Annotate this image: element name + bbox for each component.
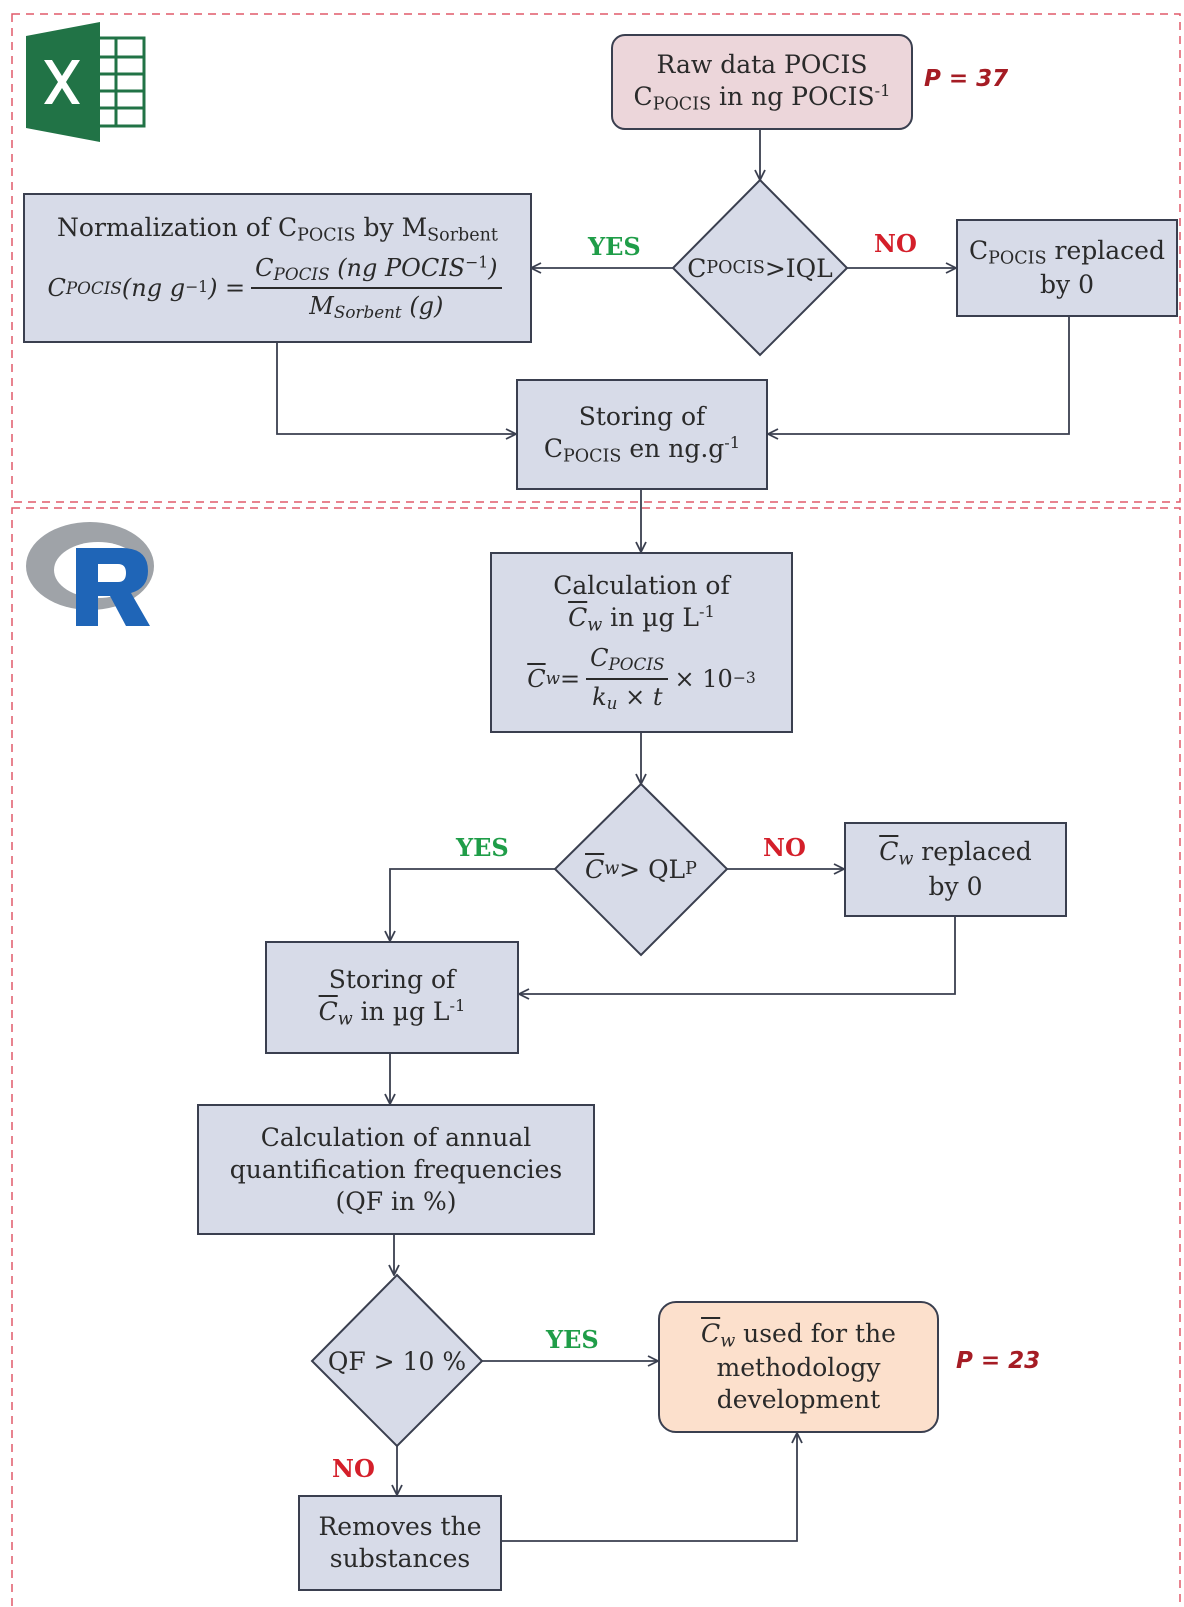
qf-line3: (QF in %) — [335, 1186, 457, 1216]
replace1-line2: by 0 — [1040, 270, 1094, 300]
used-for-methodology-node: Cw used for the methodology development — [658, 1301, 939, 1433]
p-end-count: P = 23 — [956, 1348, 1041, 1374]
storing1-line1: Storing of — [578, 402, 706, 432]
remove-line2: substances — [329, 1544, 471, 1573]
yes-label-1: YES — [588, 232, 641, 261]
quantification-frequency-node: Calculation of annual quantification fre… — [197, 1104, 595, 1235]
storing-node-1: Storing of CPOCIS en ng.g-1 — [516, 379, 768, 490]
excel-section-border — [11, 13, 1181, 503]
replace2-line1: Cw replaced — [879, 837, 1032, 870]
storing-node-2: Storing of Cw in µg L-1 — [265, 941, 519, 1054]
no-label-3: NO — [332, 1454, 375, 1483]
arrow-replace1-to-store1 — [768, 317, 1070, 434]
no-label-2: NO — [763, 833, 806, 862]
no-label-1: NO — [874, 229, 917, 258]
replace-by-zero-node-1: CPOCIS replaced by 0 — [956, 219, 1178, 317]
used-line2: methodology — [716, 1353, 881, 1383]
arrow-decision2-yes — [390, 868, 555, 941]
raw-data-line2: CPOCIS in ng POCIS-1 — [633, 80, 891, 114]
decision-diamond-qlp — [553, 782, 729, 957]
qf-line2: quantification frequencies — [229, 1154, 563, 1184]
decision3-label: QF > 10 % — [327, 1346, 467, 1376]
arrow-remove-to-used — [502, 1433, 797, 1542]
storing1-line2: CPOCIS en ng.g-1 — [543, 433, 741, 467]
qf-line1: Calculation of annual — [260, 1122, 532, 1152]
p-start-count: P = 37 — [924, 66, 1009, 92]
remove-line1: Removes the — [318, 1512, 482, 1541]
raw-data-line1: Raw data POCIS — [656, 49, 868, 79]
r-section-border — [11, 507, 1181, 1607]
storing2-line2: Cw in µg L-1 — [318, 996, 466, 1030]
used-line1: Cw used for the — [701, 1318, 896, 1351]
yes-label-2: YES — [456, 833, 509, 862]
arrow-replace2-to-store2 — [519, 917, 956, 994]
remove-substances-node: Removes the substances — [298, 1495, 502, 1591]
decision-diamond-iql — [671, 178, 849, 357]
calc-line2: Cw in µg L-1 — [568, 602, 715, 636]
replace2-line2: by 0 — [928, 871, 983, 901]
excel-logo-icon — [26, 22, 146, 142]
normalization-title: Normalization of CPOCIS by MSorbent — [57, 212, 498, 246]
yes-label-3: YES — [546, 1325, 599, 1354]
replace-by-zero-node-2: Cw replaced by 0 — [844, 822, 1067, 917]
raw-data-node: Raw data POCIS CPOCIS in ng POCIS-1 — [611, 34, 913, 130]
arrow-norm-to-store1 — [276, 343, 516, 434]
calc-line1: Calculation of — [553, 571, 730, 601]
used-line3: development — [716, 1385, 881, 1415]
storing2-line1: Storing of — [328, 965, 456, 995]
r-logo-icon — [26, 522, 154, 626]
replace1-line1: CPOCIS replaced — [969, 235, 1165, 268]
